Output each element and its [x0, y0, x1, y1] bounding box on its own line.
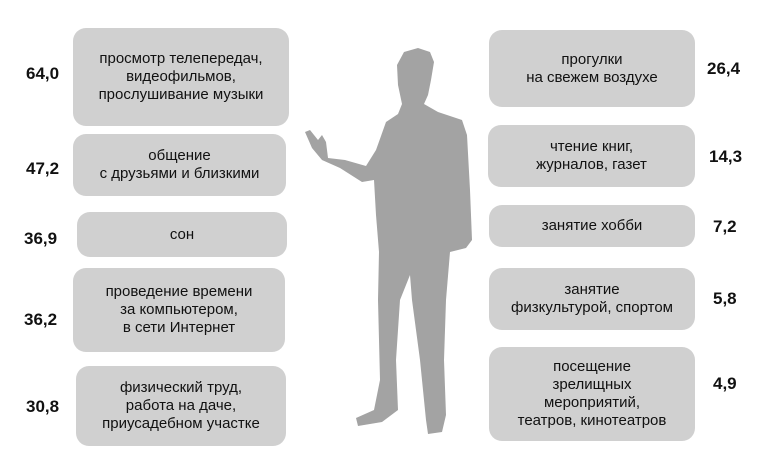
activity-box-tv: просмотр телепередач, видеофильмов, прос…	[73, 28, 289, 126]
activity-box-computer: проведение времени за компьютером, в сет…	[73, 268, 285, 352]
value-sport: 5,8	[713, 289, 737, 308]
activity-box-events: посещение зрелищных мероприятий, театров…	[489, 347, 695, 441]
value-friends: 47,2	[26, 159, 60, 178]
activity-box-hobby: занятие хобби	[489, 205, 695, 247]
activity-box-sport: занятие физкультурой, спортом	[489, 268, 695, 330]
value-hobby: 7,2	[713, 217, 737, 236]
activity-box-friends: общение с друзьями и близкими	[73, 134, 286, 196]
value-physical-work: 30,8	[26, 397, 60, 416]
value-events: 4,9	[713, 374, 737, 393]
value-tv: 64,0	[26, 64, 60, 83]
value-computer: 36,2	[24, 310, 58, 329]
activity-box-sleep: сон	[77, 212, 287, 257]
activity-box-physical-work: физический труд, работа на даче, приусад…	[76, 366, 286, 446]
value-walks: 26,4	[707, 59, 741, 78]
activity-box-walks: прогулки на свежем воздухе	[489, 30, 695, 107]
value-sleep: 36,9	[24, 229, 58, 248]
value-reading: 14,3	[709, 147, 743, 166]
activity-box-reading: чтение книг, журналов, газет	[488, 125, 695, 187]
